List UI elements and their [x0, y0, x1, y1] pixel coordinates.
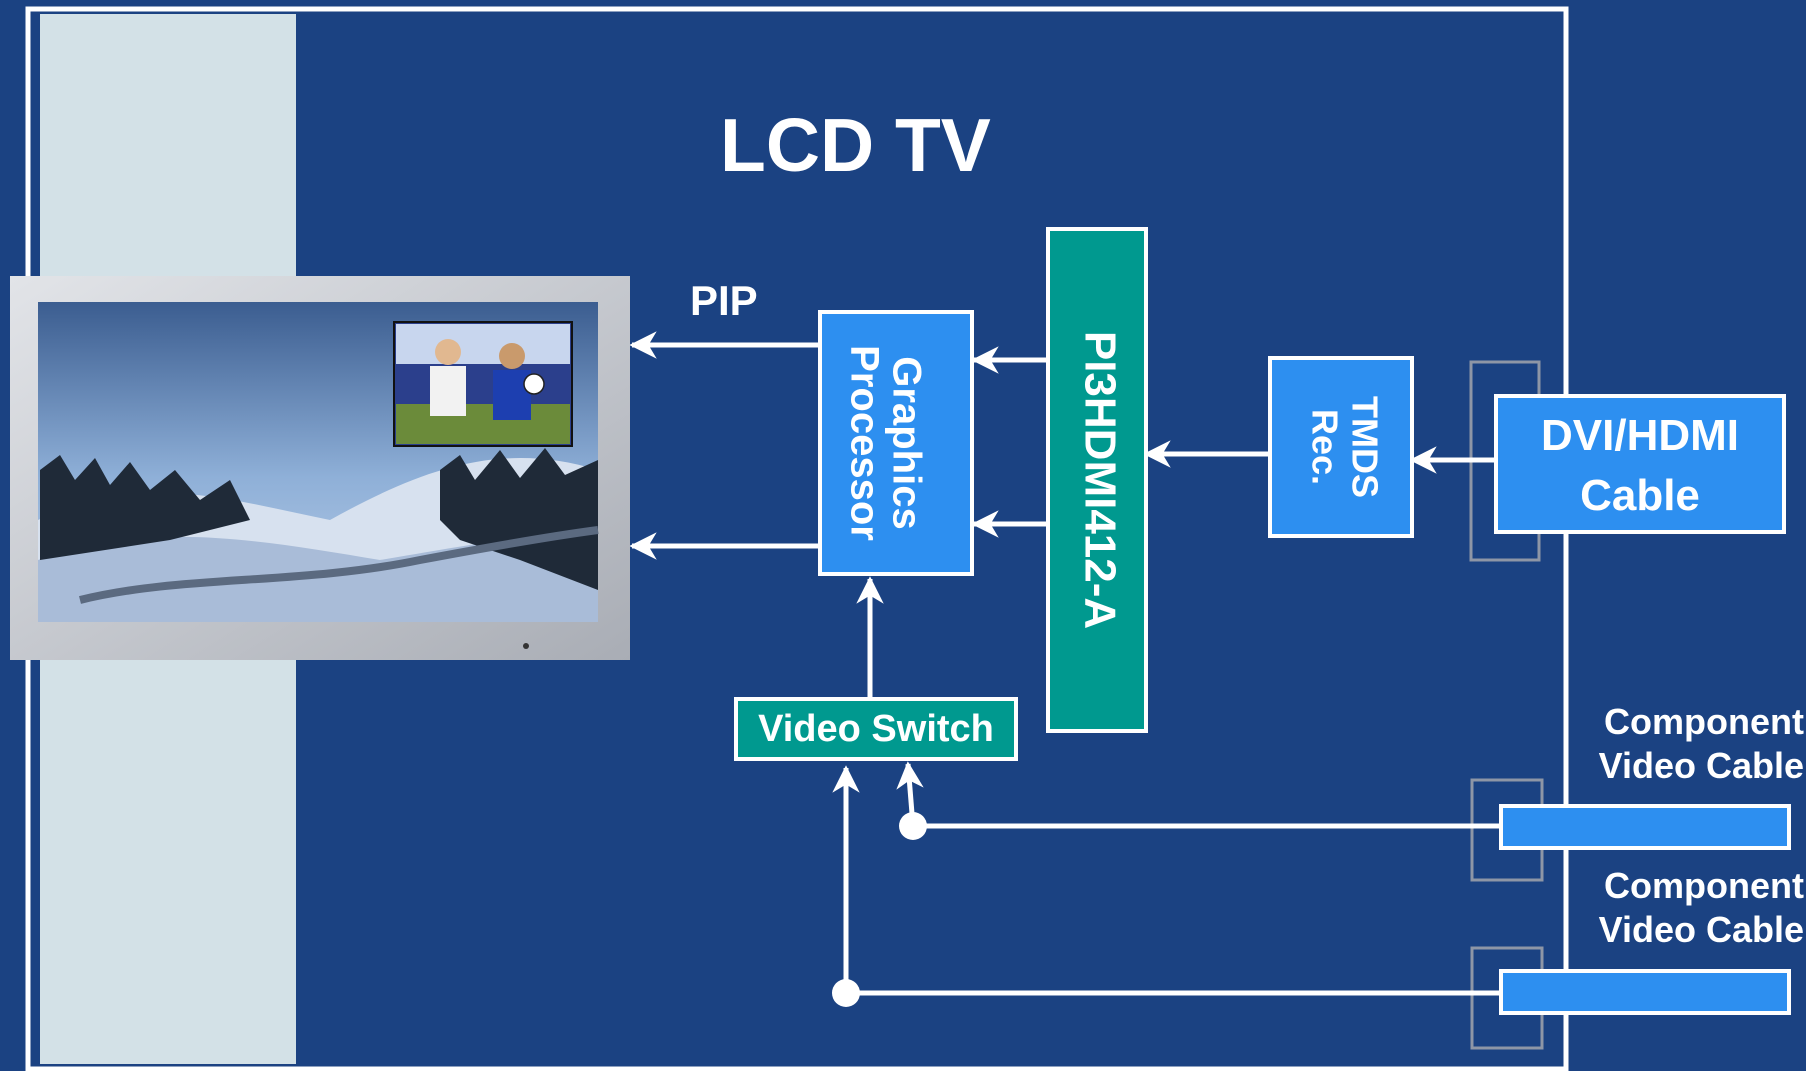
component-cable-1-plug	[1499, 804, 1791, 850]
graphics-processor-block: Graphics Processor	[818, 310, 974, 576]
component-2-label-line2: Video Cable	[1598, 909, 1804, 950]
dvi-label-line2: Cable	[1580, 471, 1700, 520]
tmds-receiver-block: TMDS Rec.	[1268, 356, 1414, 538]
component-cable-1-label: Component Video Cable	[1540, 700, 1804, 788]
switch-chip-block: PI3HDMI412-A	[1046, 227, 1148, 733]
graphics-label-line1: Graphics	[884, 356, 928, 529]
video-switch-block: Video Switch	[734, 697, 1018, 761]
pip-label: PIP	[690, 277, 758, 324]
tmds-label: TMDS Rec.	[1304, 396, 1385, 498]
graphics-processor-label: Graphics Processor	[842, 345, 928, 541]
component-2-junction	[832, 979, 860, 1007]
component-cable-2-plug	[1499, 969, 1791, 1015]
switch-chip-text: PI3HDMI412-A	[1075, 331, 1124, 629]
component-2-label-line1: Component	[1604, 865, 1804, 906]
switch-chip-label: PI3HDMI412-A	[1075, 331, 1124, 629]
tmds-label-line1: TMDS	[1344, 396, 1385, 498]
component-1-label-line1: Component	[1604, 701, 1804, 742]
component-1-label-line2: Video Cable	[1598, 745, 1804, 786]
component-1-junction	[899, 812, 927, 840]
dvi-label-line1: DVI/HDMI	[1541, 411, 1739, 460]
graphics-label-line2: Processor	[842, 345, 886, 541]
component-cable-2-label: Component Video Cable	[1540, 864, 1804, 952]
tmds-label-line2: Rec.	[1304, 409, 1345, 485]
video-switch-label: Video Switch	[758, 708, 994, 750]
dvi-hdmi-cable-block: DVI/HDMI Cable	[1494, 394, 1786, 534]
lcd-tv-icon	[10, 276, 630, 660]
page-title: LCD TV	[720, 103, 991, 187]
